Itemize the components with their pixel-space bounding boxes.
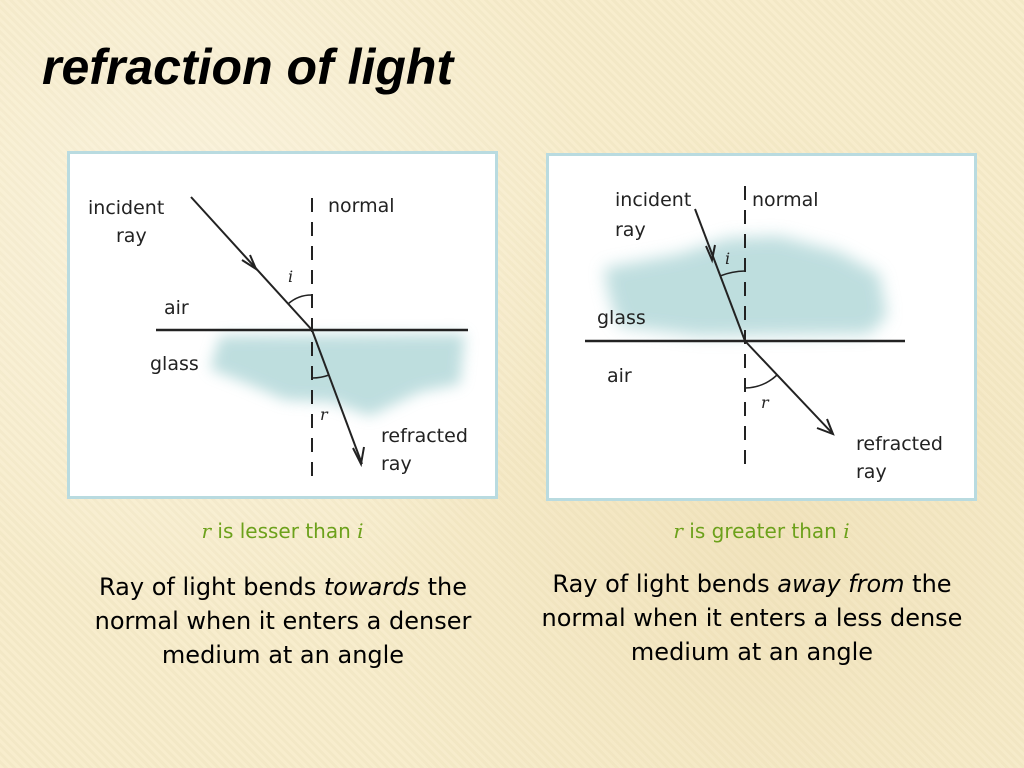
angle-r-label: r xyxy=(761,393,770,412)
incident-ray xyxy=(694,208,746,342)
refracted-label-line1: refracted xyxy=(856,433,943,455)
relation-i-symbol: i xyxy=(843,519,850,543)
relation-text: is greater than xyxy=(682,519,844,543)
incident-label-line1: incident xyxy=(615,189,691,211)
bottom-medium-label: glass xyxy=(150,353,199,375)
normal-label: normal xyxy=(328,195,395,217)
incident-label-line2: ray xyxy=(615,219,646,241)
refracted-label-line2: ray xyxy=(856,461,887,483)
angle-i-label: i xyxy=(725,249,730,268)
incident-ray xyxy=(190,196,313,331)
incident-arrowhead xyxy=(705,244,716,264)
refracted-arrowhead xyxy=(352,446,365,468)
bottom-medium-label: air xyxy=(607,365,632,387)
angle-r-arc xyxy=(744,374,778,389)
relation-caption-right: r is greater than i xyxy=(546,519,977,543)
diagram-panel-air-to-glass: incident ray normal air glass i r refrac… xyxy=(67,151,498,499)
refracted-label-line1: refracted xyxy=(381,425,468,447)
glass-region xyxy=(210,334,465,416)
refracted-label-line2: ray xyxy=(381,453,412,475)
incident-label-line2: ray xyxy=(116,225,147,247)
description-end: the normal when it enters a less dense m… xyxy=(541,570,963,666)
top-medium-label: glass xyxy=(597,307,646,329)
description-start: Ray of light bends xyxy=(99,573,324,601)
normal-label: normal xyxy=(752,189,819,211)
angle-i-arc xyxy=(287,294,313,305)
refraction-diagram-glass-to-air: incident ray normal glass air i r refrac… xyxy=(585,186,943,483)
refracted-arrowhead xyxy=(816,418,835,436)
description-emphasis: away from xyxy=(777,570,905,598)
angle-r-arc xyxy=(311,374,330,379)
relation-i-symbol: i xyxy=(357,519,364,543)
angle-i-label: i xyxy=(288,267,293,286)
relation-r-symbol: r xyxy=(673,519,683,543)
top-medium-label: air xyxy=(164,297,189,319)
diagram-panel-glass-to-air: incident ray normal glass air i r refrac… xyxy=(546,153,977,501)
refraction-diagram-air-to-glass: incident ray normal air glass i r refrac… xyxy=(88,195,468,476)
relation-text: is lesser than xyxy=(211,519,358,543)
incident-arrowhead xyxy=(241,254,259,272)
angle-i-arc xyxy=(719,270,746,277)
relation-r-symbol: r xyxy=(201,519,212,543)
description-emphasis: towards xyxy=(323,573,420,601)
description-right: Ray of light bends away from the normal … xyxy=(532,567,972,669)
description-left: Ray of light bends towards the normal wh… xyxy=(63,570,503,672)
incident-label-line1: incident xyxy=(88,197,164,219)
refracted-ray xyxy=(744,340,834,435)
refracted-ray xyxy=(311,329,363,465)
relation-caption-left: r is lesser than i xyxy=(67,519,498,543)
angle-r-label: r xyxy=(320,405,329,424)
description-start: Ray of light bends xyxy=(552,570,778,598)
page-title: refraction of light xyxy=(42,39,454,95)
description-end: the normal when it enters a denser mediu… xyxy=(94,573,472,669)
